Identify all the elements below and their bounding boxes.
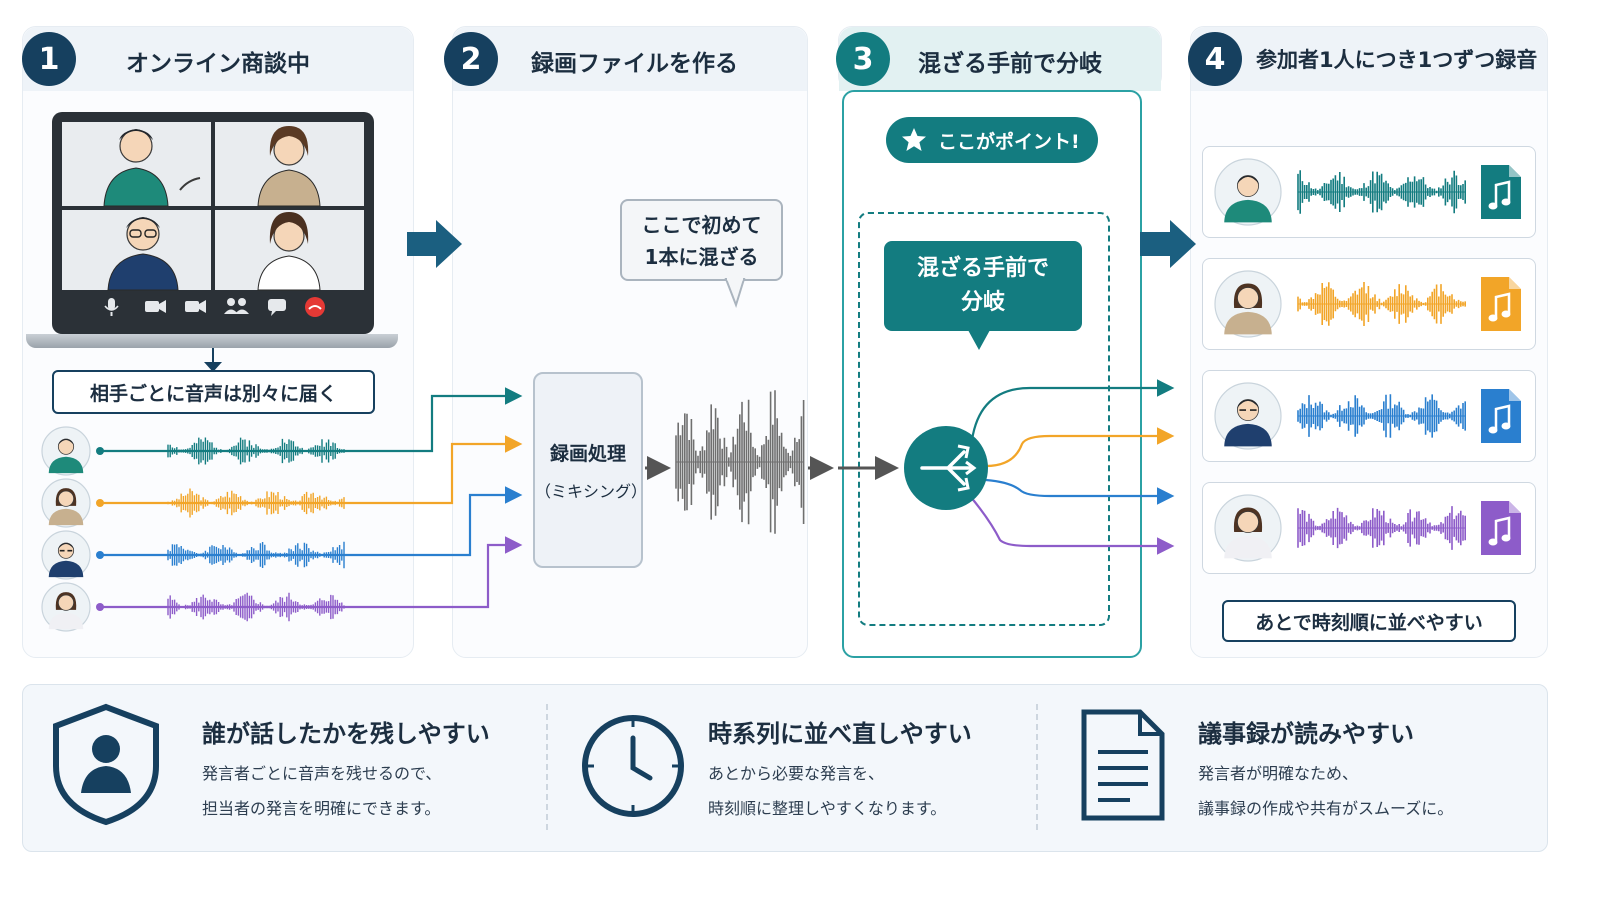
branch-bubble-line1: 混ざる手前で xyxy=(916,256,1049,281)
step3-number: 3 xyxy=(836,32,890,86)
recording-avatar-2 xyxy=(1214,270,1282,338)
input-waveform-2 xyxy=(167,488,345,518)
speaker-avatar-1 xyxy=(41,426,91,476)
shield-user-icon xyxy=(53,703,159,826)
step1-title: オンライン商談中 xyxy=(126,51,310,77)
key-point-text: ここがポイント! xyxy=(938,130,1080,153)
camera-icon xyxy=(145,300,166,313)
star-icon xyxy=(902,128,926,151)
speaker-avatar-3 xyxy=(41,530,91,580)
step2-number: 2 xyxy=(444,32,498,86)
input-waveform-4 xyxy=(167,592,345,622)
mixed-waveform xyxy=(675,390,805,534)
speaker-avatar-2 xyxy=(41,478,91,528)
branch-line-blue xyxy=(985,478,1175,505)
time-order-label: あとで時刻順に並べやすい xyxy=(1222,600,1516,642)
music-file-icon xyxy=(1481,277,1521,331)
step2-header xyxy=(453,27,807,91)
output-waveform-3 xyxy=(1297,394,1466,438)
video-icon xyxy=(185,300,206,313)
branch-line-teal xyxy=(970,379,1175,441)
benefit-1-title: 誰が話したかを残しやすい xyxy=(202,720,490,748)
recording-process-subtitle: （ミキシング） xyxy=(535,481,648,501)
music-file-icon xyxy=(1481,165,1521,219)
benefit-2-title: 時系列に並べ直しやすい xyxy=(708,720,972,748)
input-waveform-3 xyxy=(167,541,345,569)
microphone-icon xyxy=(104,298,119,316)
step3-panel xyxy=(838,26,1162,91)
mix-bubble-line2: 1本に混ざる xyxy=(644,245,759,269)
recording-process-title: 録画処理 xyxy=(549,442,626,465)
chat-icon xyxy=(268,299,286,316)
step4-title: 参加者1人につき1つずつ録音 xyxy=(1256,48,1538,72)
mix-point-bubble: ここで初めて 1本に混ざる xyxy=(620,199,783,281)
benefit-1-desc-line2: 担当者の発言を明確にできます。 xyxy=(202,799,441,818)
participant-1-illustration xyxy=(103,129,201,207)
benefits-bar xyxy=(22,684,1548,852)
step1-header xyxy=(23,27,413,91)
step3-title: 混ざる手前で分岐 xyxy=(918,51,1102,77)
participants-icon xyxy=(224,298,249,314)
separate-audio-label: 相手ごとに音声は別々に届く xyxy=(52,370,375,414)
output-waveform-1 xyxy=(1297,170,1466,214)
clock-icon xyxy=(582,715,684,817)
music-file-icon xyxy=(1481,389,1521,443)
recording-avatar-3 xyxy=(1214,382,1282,450)
output-waveform-4 xyxy=(1297,506,1466,550)
benefit-3-title: 議事録が読みやすい xyxy=(1198,720,1414,748)
step2-title: 録画ファイルを作る xyxy=(531,51,738,77)
share-split-icon xyxy=(904,426,988,510)
step1-number: 1 xyxy=(22,32,76,86)
speaker-avatar-4 xyxy=(41,582,91,632)
benefit-3-desc-line1: 発言者が明確なため、 xyxy=(1198,764,1359,783)
branch-line-orange xyxy=(985,427,1175,468)
laptop-base xyxy=(26,334,398,348)
benefits-divider xyxy=(1036,704,1038,830)
branch-line-purple xyxy=(969,495,1175,555)
key-point-badge: ここがポイント! xyxy=(886,117,1098,163)
participant-4-illustration xyxy=(257,212,321,291)
recording-avatar-1 xyxy=(1214,158,1282,226)
branch-bubble-line2: 分岐 xyxy=(960,290,1005,315)
recording-process-box: 録画処理 （ミキシング） xyxy=(533,372,648,568)
document-icon xyxy=(1081,709,1165,821)
benefit-1-desc-line1: 発言者ごとに音声を残せるので、 xyxy=(202,764,442,783)
benefit-2-desc-line2: 時刻順に整理しやすくなります。 xyxy=(708,799,947,818)
participant-2-illustration xyxy=(257,126,321,207)
hang-up-icon xyxy=(305,297,325,317)
branch-dashed-area xyxy=(858,212,1110,626)
step-arrow-1-2 xyxy=(407,220,462,268)
step4-number: 4 xyxy=(1188,32,1242,86)
step3-header xyxy=(839,27,1161,91)
step3-highlight-frame xyxy=(842,90,1142,658)
branch-bubble: 混ざる手前で 分岐 xyxy=(884,241,1082,331)
step4-header xyxy=(1191,27,1547,91)
input-waveform-1 xyxy=(167,437,345,465)
benefits-divider xyxy=(546,704,548,830)
participant-3-illustration xyxy=(107,217,179,291)
step-arrow-3-4 xyxy=(1140,220,1196,268)
recording-avatar-4 xyxy=(1214,494,1282,562)
output-waveform-2 xyxy=(1297,282,1466,326)
benefit-2-desc-line1: あとから必要な発言を、 xyxy=(708,764,885,783)
benefit-3-desc-line2: 議事録の作成や共有がスムーズに。 xyxy=(1198,799,1454,818)
mix-bubble-line1: ここで初めて xyxy=(641,213,762,237)
music-file-icon xyxy=(1481,501,1521,555)
branch-bubble-tail xyxy=(968,330,990,350)
